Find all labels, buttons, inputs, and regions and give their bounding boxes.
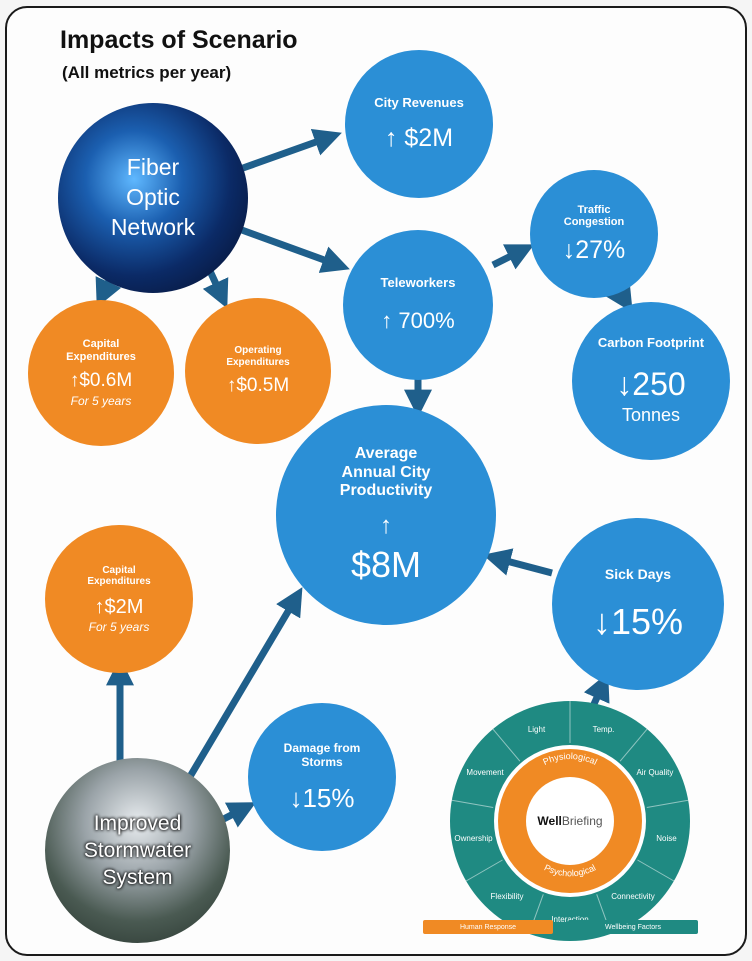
- capex1-value: ↑$0.6M: [69, 370, 133, 392]
- productivity-label-line1: Average: [354, 445, 418, 463]
- capex2-label-line1: Capital: [102, 564, 136, 576]
- factor-label-4: Interaction: [551, 915, 588, 924]
- damage-label-line2: Storms: [301, 754, 343, 769]
- wellbriefing-wheel-graphic: Physiological Psychological WellBriefing…: [450, 701, 690, 941]
- svg-text:WellBriefing: WellBriefing: [537, 814, 602, 828]
- traffic-value: ↓27%: [562, 235, 626, 264]
- opex-label-line1: Operating: [234, 345, 282, 357]
- damage-from-storms-node: Damage from Storms ↓15%: [248, 703, 396, 851]
- productivity-label-line3: Productivity: [339, 482, 433, 500]
- damage-label-line1: Damage from: [283, 740, 361, 755]
- capex2-label-line2: Expenditures: [87, 576, 151, 587]
- fiber-label-line2: Optic: [126, 184, 180, 211]
- legend-human-response-label: Human Response: [459, 923, 517, 931]
- sick-days-value: ↓15%: [592, 601, 684, 643]
- wheel-spoke-2: [637, 859, 675, 882]
- legend-wellbeing-factors-label: Wellbeing Factors: [605, 923, 661, 931]
- city-revenues-node: City Revenues ↑ $2M: [345, 50, 493, 198]
- capex1-sub: For 5 years: [70, 394, 132, 409]
- wheel-spoke-1: [646, 799, 689, 808]
- carbon-label: Carbon Footprint: [597, 335, 705, 351]
- brand-briefing: Briefing: [562, 814, 603, 828]
- page-title: Impacts of Scenario: [60, 26, 298, 54]
- city-revenues-label: City Revenues: [374, 94, 464, 110]
- traffic-label-line2: Congestion: [563, 216, 625, 229]
- factor-label-2: Noise: [656, 834, 677, 843]
- capex2-value: ↑$2M: [94, 595, 144, 618]
- wheel-spoke-5: [465, 859, 503, 882]
- operating-expenditures-node: Operating Expenditures ↑$0.5M: [185, 298, 331, 444]
- storm-label-line2: Stormwater: [83, 838, 192, 862]
- wheel-spoke-0: [619, 728, 648, 762]
- capex1-label-line1: Capital: [82, 337, 120, 350]
- factor-label-6: Ownership: [454, 834, 493, 843]
- teleworkers-node: Teleworkers ↑ 700%: [343, 230, 493, 380]
- ring-label-bottom: Psychological: [543, 862, 598, 878]
- fiber-optic-network-node: Fiber Optic Network: [58, 103, 248, 293]
- page-subtitle: (All metrics per year): [62, 63, 232, 82]
- traffic-congestion-node: Traffic Congestion ↓27%: [530, 170, 658, 298]
- fiber-label-line1: Fiber: [126, 154, 180, 181]
- legend-wellbeing-factors: Wellbeing Factors: [568, 920, 698, 934]
- carbon-unit: Tonnes: [621, 405, 681, 426]
- city-productivity-node: Average Annual City Productivity ↑ $8M: [276, 405, 496, 625]
- arrow-fiber-to-revenues: [241, 128, 342, 172]
- fiber-label-line3: Network: [110, 213, 196, 240]
- factor-label-8: Light: [528, 725, 546, 734]
- wellbriefing-wheel: Physiological Psychological WellBriefing…: [445, 696, 695, 946]
- arrow-fiber-to-teleworkers: [226, 221, 350, 273]
- svg-text:Psychological: Psychological: [543, 862, 598, 878]
- sick-days-label: Sick Days: [604, 566, 672, 583]
- factor-label-3: Connectivity: [611, 892, 655, 901]
- productivity-arrow: ↑: [380, 511, 392, 539]
- storm-label-line3: System: [102, 866, 173, 890]
- storm-label-line1: Improved: [93, 811, 182, 835]
- capex2-sub: For 5 years: [88, 619, 150, 634]
- factor-label-5: Flexibility: [491, 892, 524, 901]
- wheel-center: [526, 777, 614, 865]
- arrow-sick-to-productivity: [482, 548, 553, 577]
- opex-label-line2: Expenditures: [226, 356, 290, 368]
- wheel-spoke-7: [492, 728, 521, 762]
- wheel-spoke-6: [451, 799, 494, 808]
- legend-human-response: Human Response: [423, 920, 553, 934]
- productivity-value: $8M: [350, 543, 422, 585]
- arrow-storm-to-productivity: [181, 587, 303, 787]
- city-revenues-value: ↑ $2M: [384, 123, 454, 152]
- sick-days-node: Sick Days ↓15%: [552, 518, 724, 690]
- capital-expenditures-fiber-node: Capital Expenditures ↑$0.6M For 5 years: [28, 300, 174, 446]
- carbon-footprint-node: Carbon Footprint ↓250 Tonnes: [572, 302, 730, 460]
- factor-label-7: Movement: [466, 768, 504, 777]
- traffic-label-line1: Traffic: [577, 203, 611, 216]
- damage-value: ↓15%: [289, 782, 355, 813]
- brand-well: Well: [537, 814, 561, 828]
- capital-expenditures-storm-node: Capital Expenditures ↑$2M For 5 years: [45, 525, 193, 673]
- carbon-value: ↓250: [616, 365, 686, 402]
- improved-stormwater-system-node: Improved Stormwater System: [45, 758, 230, 943]
- teleworkers-label: Teleworkers: [380, 275, 456, 291]
- productivity-label-line2: Annual City: [341, 463, 431, 481]
- opex-value: ↑$0.5M: [226, 375, 290, 397]
- factor-label-1: Air Quality: [636, 768, 673, 777]
- factor-label-0: Temp.: [593, 725, 615, 734]
- teleworkers-value: ↑ 700%: [381, 308, 455, 334]
- capex1-label-line2: Expenditures: [66, 350, 136, 363]
- arrow-teleworkers-to-traffic: [491, 244, 535, 270]
